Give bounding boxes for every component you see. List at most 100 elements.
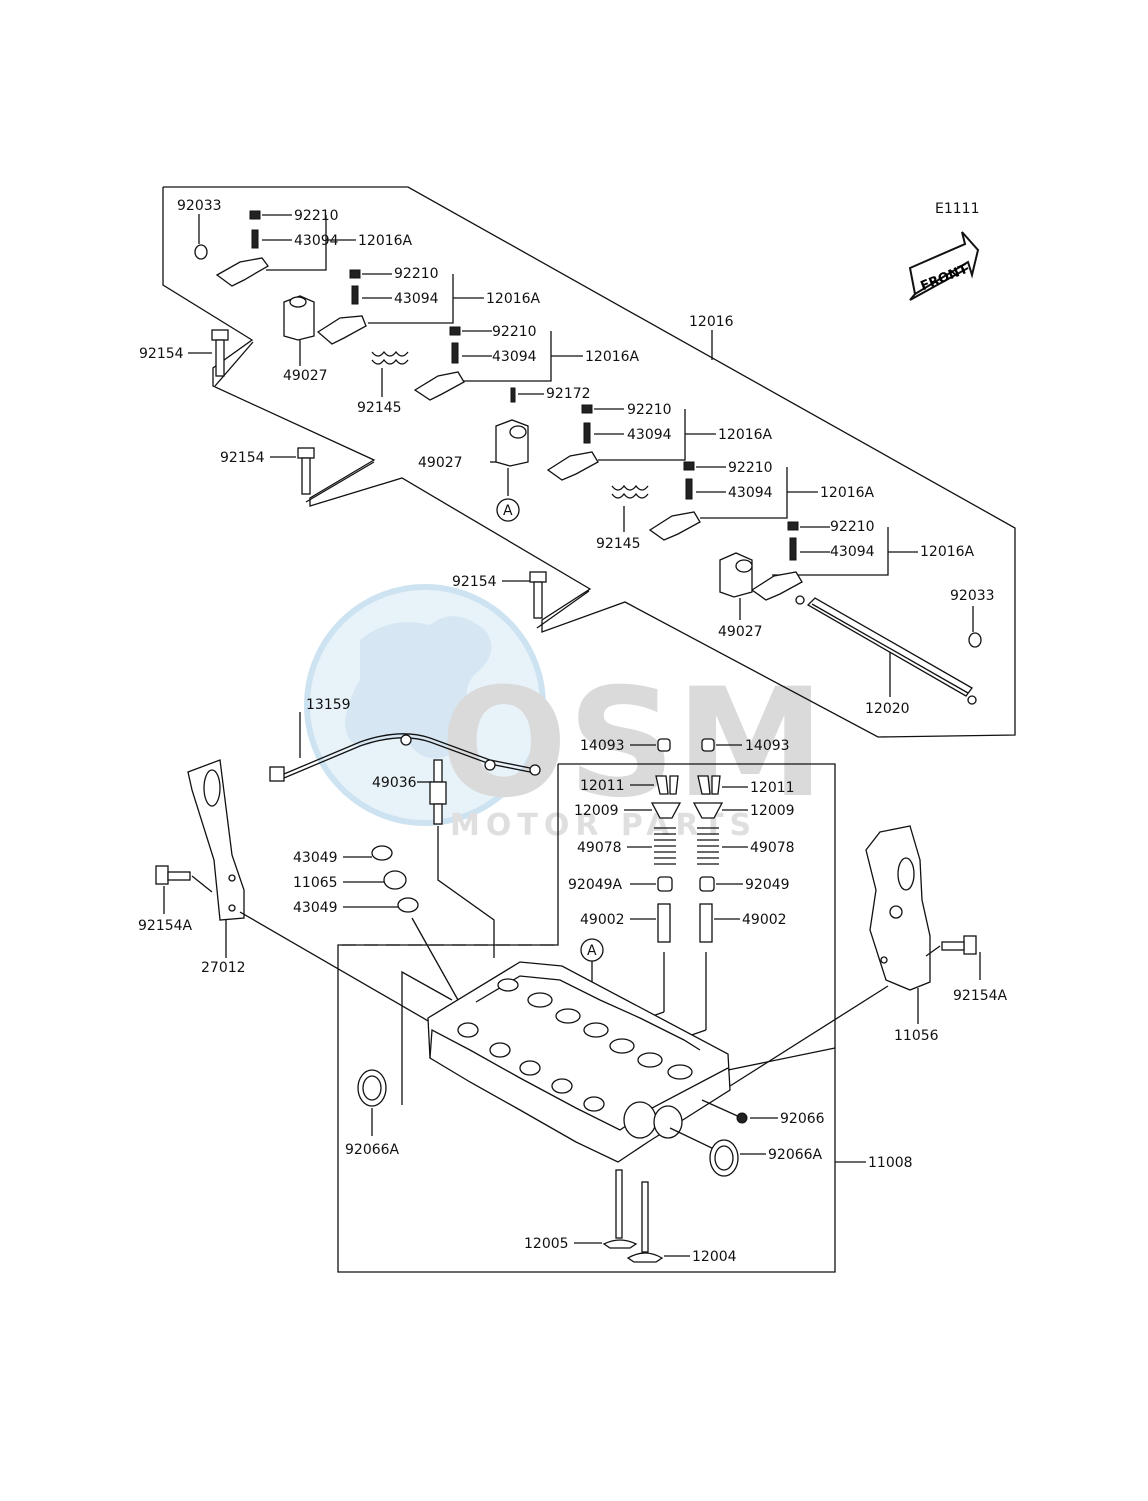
label-27012: 27012 xyxy=(201,960,246,976)
label-14093-right: 14093 xyxy=(745,738,790,754)
label-11065: 11065 xyxy=(293,875,338,891)
bracket-49027-1: 49027 xyxy=(283,295,328,384)
ref-marker-a-top-label: A xyxy=(503,503,513,519)
rocker-set-5: 92210 43094 12016A xyxy=(648,460,875,541)
label-92210-2: 92210 xyxy=(394,266,439,282)
label-43049-1: 43049 xyxy=(293,850,338,866)
label-92154A-right: 92154A xyxy=(953,988,1008,1004)
label-92172: 92172 xyxy=(546,386,591,402)
rocker-set-1: 92210 43094 12016A xyxy=(215,208,413,287)
label-12016A-3: 12016A xyxy=(585,349,640,365)
label-92210-5: 92210 xyxy=(728,460,773,476)
label-12020: 12020 xyxy=(865,701,910,717)
label-49027-2: 49027 xyxy=(418,455,463,471)
bracket-49027-2: 49027 A xyxy=(418,419,529,522)
valve-retainers: 12009 12009 xyxy=(574,802,795,819)
label-92145-2: 92145 xyxy=(596,536,641,552)
label-12011-right: 12011 xyxy=(750,780,795,796)
label-92033-top: 92033 xyxy=(177,198,222,214)
label-43094-2: 43094 xyxy=(394,291,439,307)
harness-13159: 13159 xyxy=(269,697,541,782)
label-92049A: 92049A xyxy=(568,877,623,893)
rocker-shaft-12020: 12020 xyxy=(806,597,977,717)
rocker-set-2: 92210 43094 12016A xyxy=(316,266,541,345)
label-49027-1: 49027 xyxy=(283,368,328,384)
label-43094-3: 43094 xyxy=(492,349,537,365)
label-92154A-left: 92154A xyxy=(138,918,193,934)
label-49002-left: 49002 xyxy=(580,912,625,928)
label-92210-3: 92210 xyxy=(492,324,537,340)
label-12004: 12004 xyxy=(692,1249,737,1265)
bolt-92154-3: 92154 xyxy=(452,571,547,619)
valve-springs: 49078 49078 xyxy=(577,827,795,865)
label-49078-right: 49078 xyxy=(750,840,795,856)
label-12011-left: 12011 xyxy=(580,778,625,794)
watermark: OSM MOTOR PARTS xyxy=(304,584,825,843)
valves: 12005 12004 xyxy=(524,1169,737,1265)
front-arrow-icon: FRONT xyxy=(908,231,980,301)
plate-11056: 11056 xyxy=(865,825,939,1044)
bolt-92154-1: 92154 xyxy=(139,329,229,377)
label-12005: 12005 xyxy=(524,1236,569,1252)
label-12016A-1: 12016A xyxy=(358,233,413,249)
cylinder-head-11008 xyxy=(427,961,889,1163)
rocker-set-6: 92210 43094 12016A xyxy=(750,519,975,605)
label-92145-1: 92145 xyxy=(357,400,402,416)
label-49027-3: 49027 xyxy=(718,624,763,640)
label-12016A-6: 12016A xyxy=(920,544,975,560)
watermark-continents xyxy=(345,616,492,759)
label-12009-right: 12009 xyxy=(750,803,795,819)
spring-92145-2: 92145 xyxy=(596,484,649,552)
label-11056: 11056 xyxy=(894,1028,939,1044)
washer-set: 43049 11065 43049 xyxy=(293,845,459,1001)
label-43049-2: 43049 xyxy=(293,900,338,916)
bracket-49027-3: 49027 xyxy=(718,552,763,640)
label-43094-6: 43094 xyxy=(830,544,875,560)
snap-ring-92033-top xyxy=(194,244,208,260)
label-12016A-2: 12016A xyxy=(486,291,541,307)
label-43094-5: 43094 xyxy=(728,485,773,501)
ref-marker-a-top xyxy=(496,498,520,522)
label-12016: 12016 xyxy=(689,314,734,330)
label-12009-left: 12009 xyxy=(574,803,619,819)
watermark-logo: OSM xyxy=(440,657,825,831)
label-92210-6: 92210 xyxy=(830,519,875,535)
plug-92066A-left: 92066A xyxy=(345,1069,400,1158)
label-92049: 92049 xyxy=(745,877,790,893)
glow-plug-49036: 49036 xyxy=(372,759,495,958)
snap-ring-92033-right: 92033 xyxy=(950,588,995,648)
valve-keepers: 12011 12011 xyxy=(580,775,795,796)
label-92033-right: 92033 xyxy=(950,588,995,604)
label-12016A-5: 12016A xyxy=(820,485,875,501)
label-92066: 92066 xyxy=(780,1111,825,1127)
label-92210-4: 92210 xyxy=(627,402,672,418)
label-92154-3: 92154 xyxy=(452,574,497,590)
label-92066A-right: 92066A xyxy=(768,1147,823,1163)
rocker-set-3: 92210 43094 12016A xyxy=(413,324,640,401)
plug-92066: 92066 xyxy=(736,1111,825,1127)
label-49002-right: 49002 xyxy=(742,912,787,928)
plug-92066A-right: 92066A xyxy=(709,1139,823,1177)
ref-marker-a-bottom-label: A xyxy=(587,943,597,959)
label-14093-left: 14093 xyxy=(580,738,625,754)
label-43094-4: 43094 xyxy=(627,427,672,443)
rocker-set-4: 92210 43094 12016A xyxy=(546,402,773,481)
label-92066A-left: 92066A xyxy=(345,1142,400,1158)
label-92154-1: 92154 xyxy=(139,346,184,362)
label-49078-left: 49078 xyxy=(577,840,622,856)
pin-92172: 92172 xyxy=(510,386,591,403)
bracket-27012: 27012 xyxy=(187,759,431,1023)
label-43094-1: 43094 xyxy=(294,233,339,249)
label-12016A-4: 12016A xyxy=(718,427,773,443)
valve-seals: 92049A 92049 xyxy=(568,876,790,893)
bolt-92154A-right: 92154A xyxy=(925,935,1008,1004)
label-49036: 49036 xyxy=(372,775,417,791)
label-11008: 11008 xyxy=(868,1155,913,1171)
label-92154-2: 92154 xyxy=(220,450,265,466)
valve-caps: 14093 14093 xyxy=(580,738,790,754)
label-13159: 13159 xyxy=(306,697,351,713)
label-92210-1: 92210 xyxy=(294,208,339,224)
diagram-code: E1111 xyxy=(935,201,979,217)
bolt-92154A-left: 92154A xyxy=(138,865,213,934)
